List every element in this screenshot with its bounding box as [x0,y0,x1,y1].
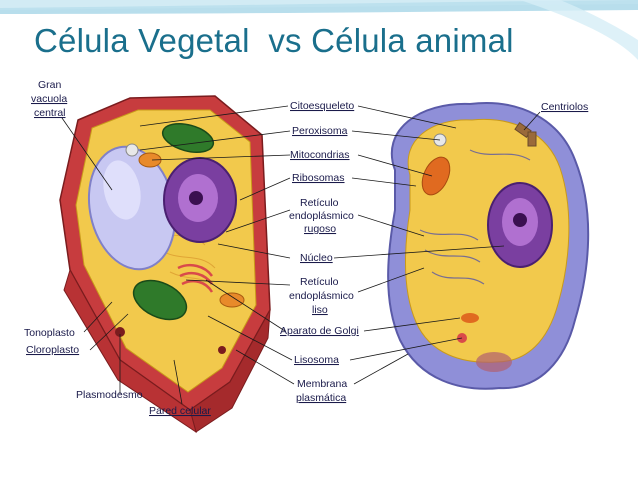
label-peroxisoma: Peroxisoma [292,125,348,137]
chloroplast-bottom [132,279,188,321]
centrioles [514,122,537,147]
label-tonoplasto: Tonoplasto [24,327,75,339]
leader-lines [61,105,541,405]
labels: Gran vacuola central Citoesqueleto Perox… [24,79,588,417]
label-reticulo-rugoso-1: Retículo [300,197,339,209]
label-gran: Gran [38,79,62,91]
label-citoesqueleto: Citoesqueleto [290,100,354,112]
label-vacuola: vacuola [31,93,67,105]
label-membrana-2: plasmática [296,392,346,404]
label-reticulo-liso-2: endoplásmico [289,290,354,302]
animal-cell [387,102,590,390]
label-centriolos: Centriolos [541,101,588,113]
label-lisosoma: Lisosoma [294,354,339,366]
slide-title: Célula Vegetal vs Célula animal [34,22,514,59]
plant-peroxisome [125,143,139,157]
label-reticulo-rugoso-2: endoplásmico [289,210,354,222]
label-plasmodesmo: Plasmodesmo [76,389,143,401]
title-swoosh-decoration [0,0,638,60]
animal-mitochondria [421,156,451,196]
plant-golgi [177,264,214,293]
animal-er-texture [419,149,531,285]
label-cloroplasto: Cloroplasto [26,344,79,356]
plasmodesma [115,327,125,337]
label-membrana-1: Membrana [297,378,347,390]
label-reticulo-liso-3: liso [312,304,328,316]
label-nucleo: Núcleo [300,252,333,264]
label-reticulo-liso-1: Retículo [300,276,339,288]
label-ribosomas: Ribosomas [292,172,345,184]
label-mitocondrias: Mitocondrias [290,149,350,161]
label-reticulo-rugoso-3: rugoso [304,223,336,235]
plant-cell [59,95,271,434]
label-pared: Pared celular [149,405,211,417]
label-golgi: Aparato de Golgi [280,325,359,337]
label-central: central [34,107,66,119]
